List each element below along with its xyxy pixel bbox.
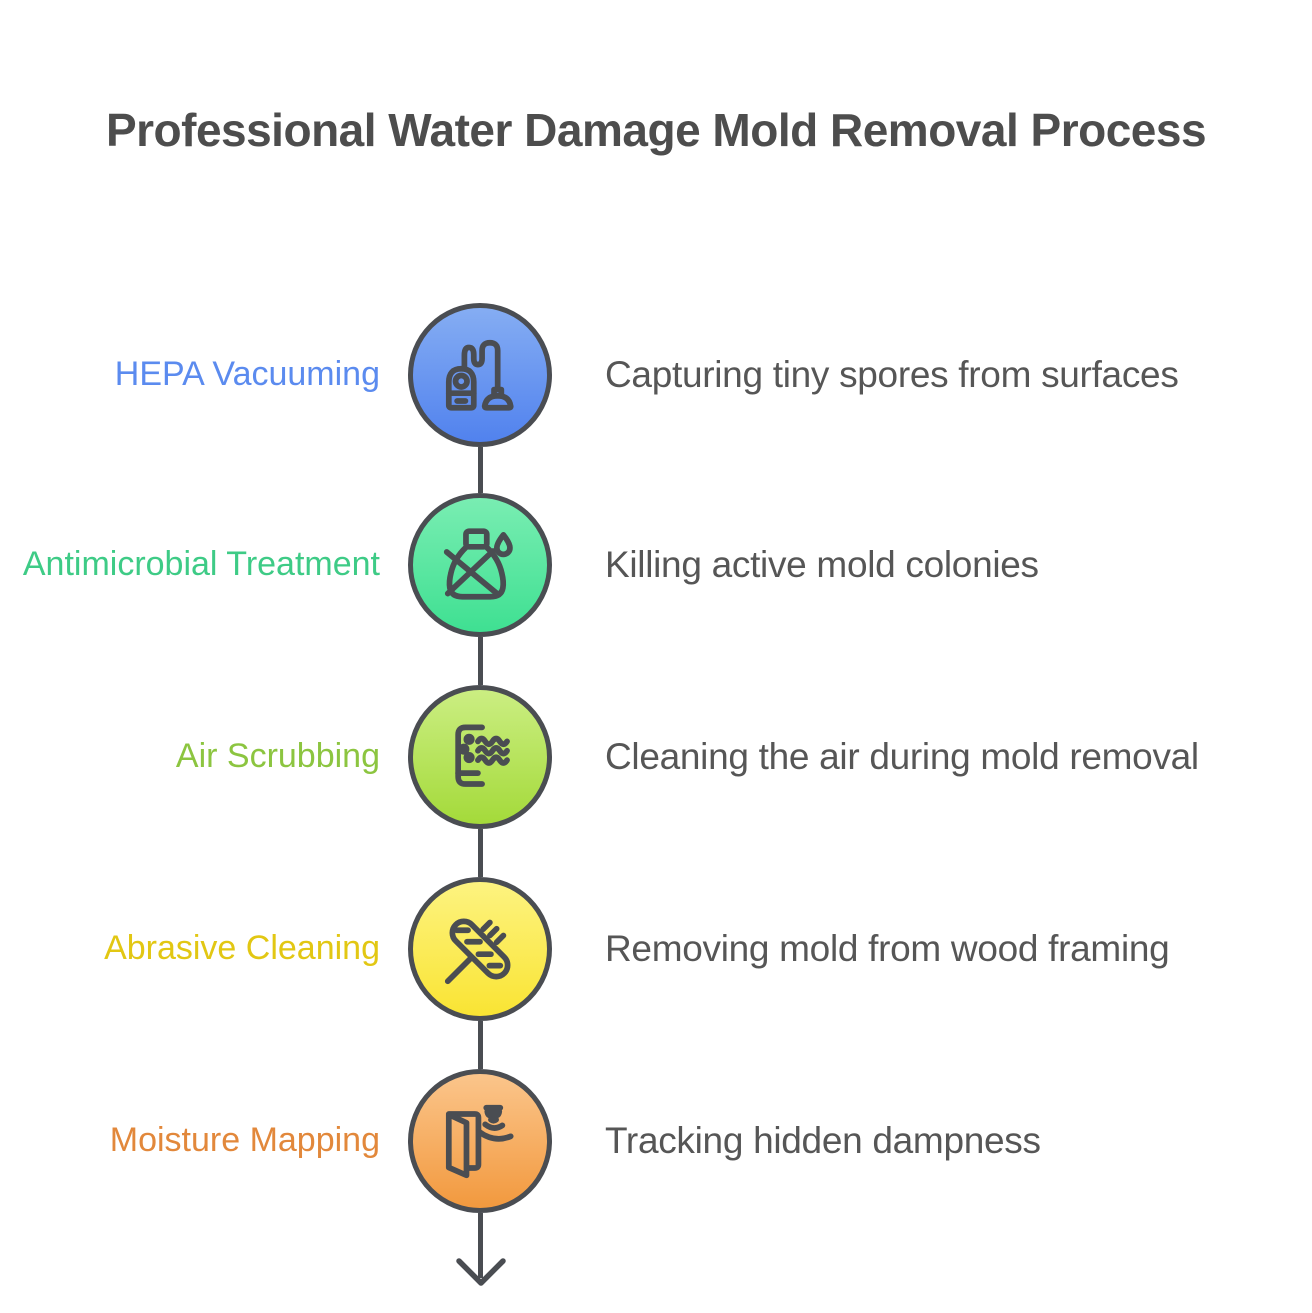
no-chemical-sprayer-icon	[443, 528, 513, 600]
air-scrubber-icon	[455, 724, 510, 787]
step-description: Tracking hidden dampness	[605, 1120, 1041, 1161]
step-description: Capturing tiny spores from surfaces	[605, 354, 1179, 395]
step-row-abrasive-cleaning: Abrasive Cleaning Removing mold from woo…	[0, 877, 1312, 1021]
step-row-hepa-vacuuming: HEPA Vacuuming Capturing tiny spores fro…	[0, 303, 1312, 447]
step-circle	[408, 1069, 552, 1213]
step-row-antimicrobial-treatment: Antimicrobial Treatment Killing active m…	[0, 493, 1312, 637]
vacuum-cleaner-icon	[445, 339, 514, 411]
step-circle	[408, 303, 552, 447]
door-moisture-sensor-icon	[445, 1104, 514, 1179]
step-label: Air Scrubbing	[175, 737, 380, 776]
timeline-connector	[478, 447, 483, 493]
flow-arrow-down-icon	[456, 1258, 506, 1286]
page-title: Professional Water Damage Mold Removal P…	[105, 104, 1207, 156]
timeline-connector	[478, 637, 483, 685]
step-label: Moisture Mapping	[109, 1121, 380, 1160]
step-label: HEPA Vacuuming	[114, 355, 380, 394]
step-circle	[408, 877, 552, 1021]
timeline-connector	[478, 1213, 483, 1278]
timeline-connector	[478, 829, 483, 877]
step-label: Antimicrobial Treatment	[22, 545, 380, 584]
step-row-moisture-mapping: Moisture Mapping Tracking hidden dampnes…	[0, 1069, 1312, 1213]
step-label: Abrasive Cleaning	[104, 929, 380, 968]
sanding-sponge-icon	[444, 918, 511, 985]
step-description: Killing active mold colonies	[605, 544, 1039, 585]
step-description: Removing mold from wood framing	[605, 928, 1170, 969]
step-description: Cleaning the air during mold removal	[605, 736, 1199, 777]
timeline-connector	[478, 1021, 483, 1069]
step-row-air-scrubbing: Air Scrubbing Cleaning the air during mo…	[0, 685, 1312, 829]
step-circle	[408, 685, 552, 829]
step-circle	[408, 493, 552, 637]
